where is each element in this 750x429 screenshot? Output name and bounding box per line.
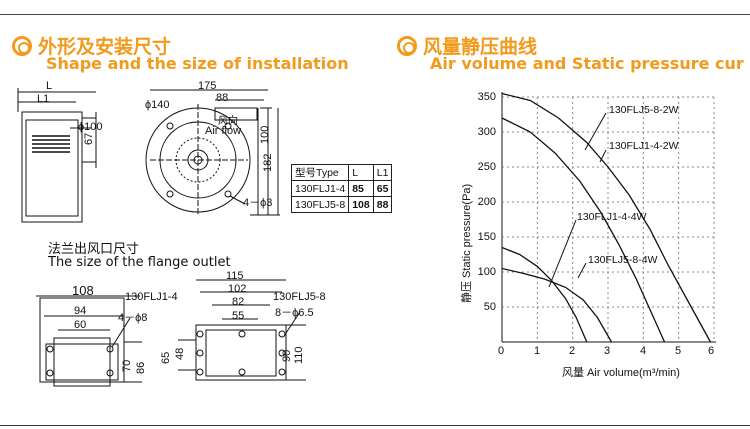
table-header-cell: L1 [372, 164, 393, 181]
dim-100: 100 [259, 125, 271, 144]
table-cell: 88 [372, 196, 393, 213]
bullet-circle-icon [12, 35, 32, 56]
x-tick: 3 [604, 345, 611, 357]
table-header-cell: 型号Type [290, 164, 350, 181]
y-tick: 350 [477, 91, 496, 103]
side-view-drawing [17, 88, 97, 223]
table-cell: 130FLJ1-4 [290, 180, 350, 197]
top-border [0, 0, 750, 15]
dim-175: 175 [198, 80, 217, 92]
dim-108: 108 [72, 283, 94, 298]
dim-115: 115 [226, 270, 244, 282]
x-axis-title: 风量 Air volume(m³/min) [562, 367, 680, 379]
flange-title-en: The size of the flange outlet [48, 255, 231, 270]
dim-88: 88 [216, 92, 229, 104]
table-header-cell: L [348, 164, 374, 181]
series-line-1 [501, 117, 666, 343]
front-view-drawing [145, 89, 280, 216]
dim-55: 55 [232, 310, 245, 322]
bullet-circle-icon [397, 35, 417, 56]
dim-48: 48 [174, 347, 186, 360]
flange-a-model: 130FLJ1-4 [125, 291, 178, 303]
airflow-label-en: Air flow [205, 125, 242, 137]
dim-102: 102 [228, 283, 247, 295]
table-row: 130FLJ5-8 108 88 [290, 196, 393, 213]
label-leaders [548, 112, 607, 288]
dim-60: 60 [74, 319, 87, 331]
flange-a-drawing [36, 295, 142, 387]
series-label: 130FLJ5-8-2W [609, 104, 679, 116]
right-section-header: 风量静压曲线 [397, 32, 537, 59]
dim-holes-front: 4－ϕ3 [243, 197, 273, 209]
airflow-label-cn: 风向 [218, 116, 238, 127]
left-title-en: Shape and the size of installation [46, 54, 349, 73]
x-tick: 5 [675, 345, 682, 357]
x-tick: 4 [640, 345, 647, 357]
x-tick: 0 [498, 345, 505, 357]
dim-L: L [46, 80, 53, 92]
dim-110: 110 [293, 346, 305, 364]
x-tick: 6 [708, 345, 715, 357]
table-row: 130FLJ1-4 85 65 [290, 180, 393, 197]
table-cell: 85 [348, 180, 374, 197]
dim-182: 182 [262, 153, 274, 172]
series-line-2 [501, 246, 588, 343]
y-tick: 50 [483, 301, 496, 313]
left-title-cn: 外形及安装尺寸 [38, 36, 172, 58]
y-axis-title: 静压 Static pressure(Pa) [461, 183, 473, 303]
table-cell: 108 [348, 196, 374, 213]
y-tick: 200 [477, 196, 496, 208]
table-cell: 130FLJ5-8 [290, 196, 350, 213]
dim-94: 94 [74, 305, 87, 317]
chart-frame [501, 92, 716, 343]
left-section-header: 外形及安装尺寸 [12, 32, 171, 59]
series-label: 130FLJ5-8-4W [588, 254, 658, 266]
dim-70: 70 [121, 359, 133, 372]
x-tick: 1 [534, 345, 541, 357]
bottom-divider [0, 425, 750, 426]
table-cell: 65 [372, 180, 393, 197]
flange-title-cn: 法兰出风口尺寸 [48, 242, 140, 257]
dim-65: 65 [160, 351, 172, 364]
flange-b-model: 130FLJ5-8 [273, 291, 326, 303]
right-title-en: Air volume and Static pressure cur [430, 54, 744, 73]
dim-holes-b: 8－ϕ6.5 [275, 307, 314, 319]
dim-86: 86 [135, 361, 147, 374]
table-header-row: 型号Type L L1 [290, 164, 393, 181]
dim-L1: L1 [37, 93, 50, 105]
x-tick: 2 [569, 345, 576, 357]
y-tick: 300 [477, 126, 496, 138]
dim-90: 90 [281, 349, 293, 362]
right-title-cn: 风量静压曲线 [423, 36, 538, 58]
series-label: 130FLJ1-4-4W [577, 211, 647, 223]
model-spec-table: 型号Type L L1 130FLJ1-4 85 65 130FLJ5-8 10… [290, 164, 393, 213]
flange-b-drawing [178, 279, 306, 381]
y-tick: 250 [477, 161, 496, 173]
series-label: 130FLJ1-4-2W [609, 140, 679, 152]
series-line-3 [501, 267, 613, 343]
dim-dia100: ϕ100 [78, 121, 103, 133]
y-tick: 150 [477, 231, 496, 243]
y-tick: 100 [477, 266, 496, 278]
dim-dia140: ϕ140 [145, 99, 170, 111]
dim-82: 82 [232, 296, 245, 308]
dim-holes-a: 4－ϕ8 [118, 312, 148, 324]
dim-67: 67 [83, 132, 95, 145]
series-line-0 [501, 92, 712, 343]
